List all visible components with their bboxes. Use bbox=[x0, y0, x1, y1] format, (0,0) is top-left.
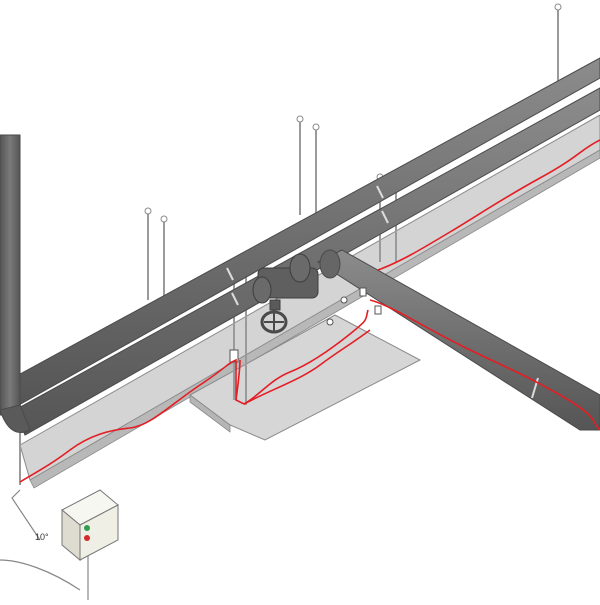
vertical-riser-pipe bbox=[0, 134, 31, 433]
branch-pipe bbox=[316, 249, 600, 431]
branch-tray bbox=[189, 314, 422, 441]
valve-assembly bbox=[252, 253, 319, 334]
indicator-red bbox=[84, 535, 90, 541]
heating-cable bbox=[19, 139, 600, 483]
angle-label: 10° bbox=[35, 532, 49, 542]
valve-handwheel-icon bbox=[260, 310, 288, 334]
indicator-green bbox=[84, 525, 90, 531]
control-wiring bbox=[0, 489, 89, 600]
cable-junctions bbox=[229, 287, 382, 363]
control-box-icon bbox=[61, 489, 119, 562]
